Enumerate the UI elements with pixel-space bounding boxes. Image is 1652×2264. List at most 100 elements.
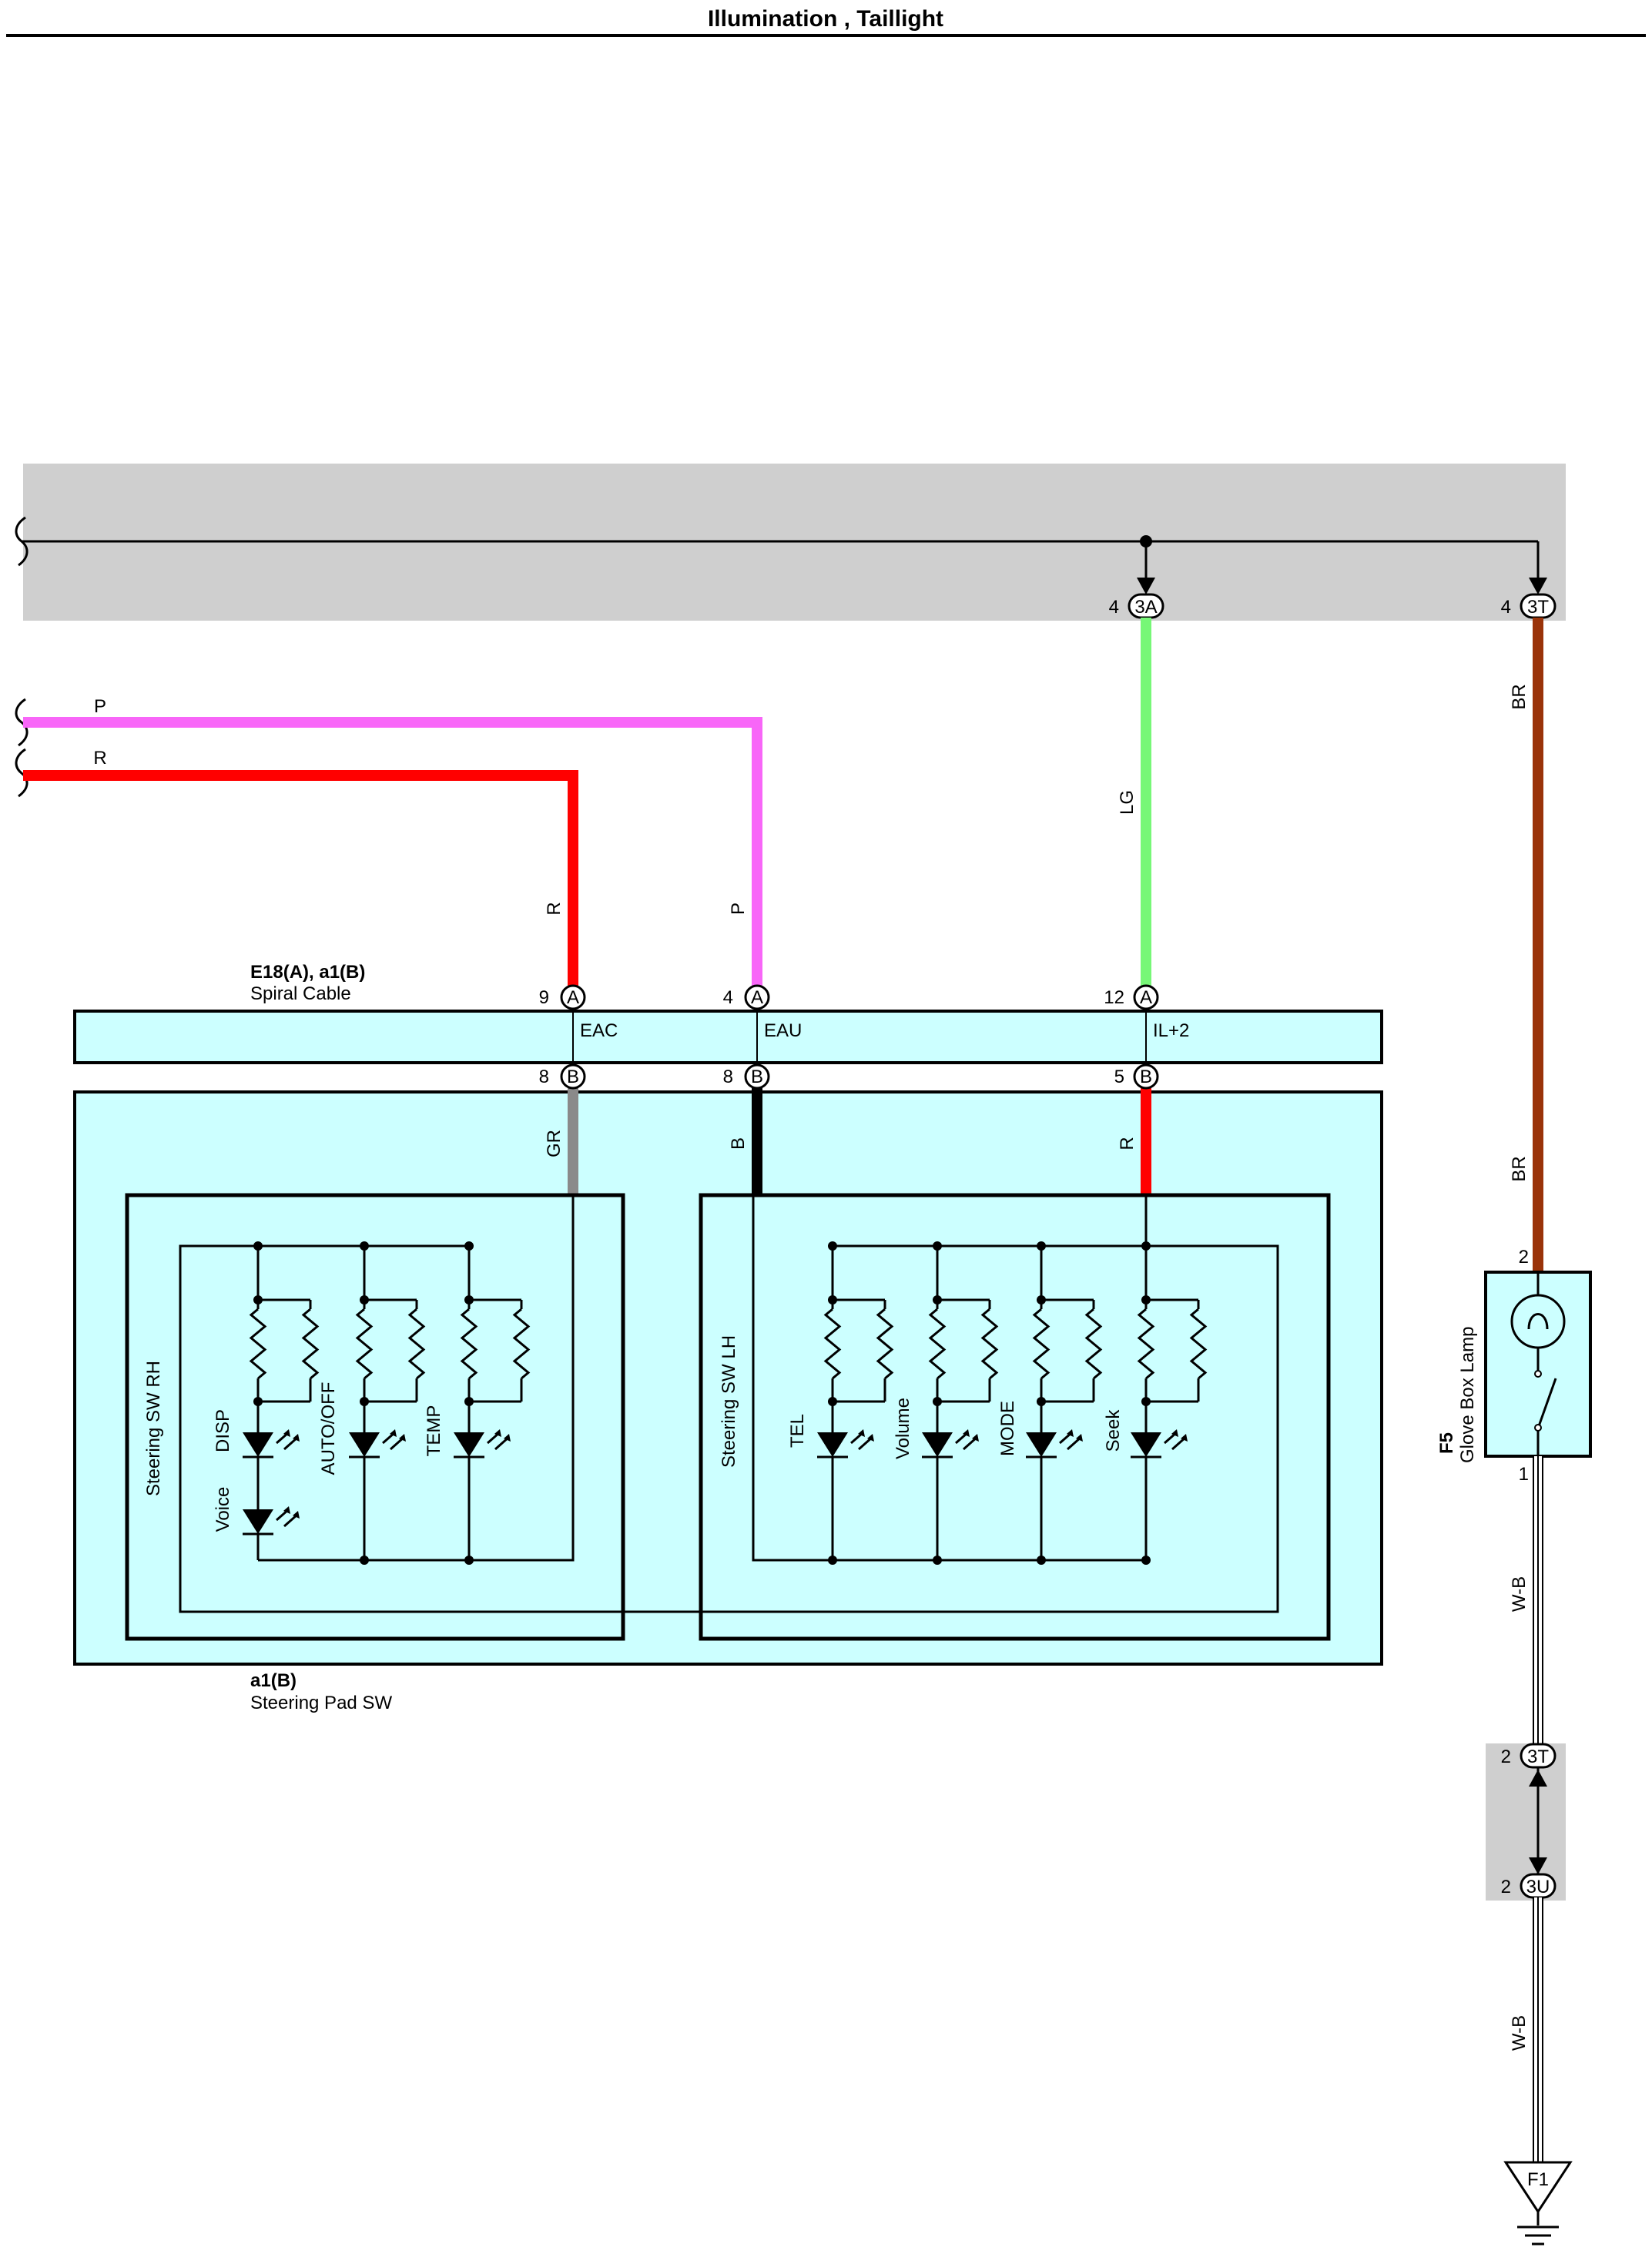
switch-cell-auto-off xyxy=(349,1241,426,1565)
wire-r-lower-label: R xyxy=(1117,1137,1138,1150)
resistor-icon xyxy=(1032,1308,1051,1380)
spiral-pin-b-r-num: 5 xyxy=(1114,1067,1124,1087)
spiral-pin-a-eac: A 9 xyxy=(539,984,586,1010)
steering-sw-lh-box xyxy=(699,1193,1331,1641)
resistor-icon xyxy=(876,1308,894,1380)
svg-text:A: A xyxy=(567,987,579,1008)
resistor-icon xyxy=(512,1308,531,1380)
lh-switch-cells xyxy=(753,1241,1208,1565)
wire-r-label-drop: R xyxy=(544,902,565,915)
spiral-cable-name: Spiral Cable xyxy=(250,983,351,1004)
steering-pad-body xyxy=(73,1090,1383,1666)
connector-3t-top-label: 3T xyxy=(1527,597,1549,618)
switch-cell-tel xyxy=(817,1241,894,1565)
resistor-icon xyxy=(460,1308,478,1380)
resistor-icon xyxy=(301,1308,320,1380)
svg-text:B: B xyxy=(567,1067,579,1087)
ground-label: F1 xyxy=(1527,2169,1549,2190)
spiral-pin-b-gr-num: 8 xyxy=(539,1067,549,1087)
led-label-mode: MODE xyxy=(997,1401,1018,1456)
steering-sw-rh-label: Steering SW RH xyxy=(143,1361,164,1496)
led-label-voice: Voice xyxy=(213,1487,233,1532)
switch-cell-voice xyxy=(243,1457,300,1560)
wire-p-label-left: P xyxy=(94,696,106,717)
led-label-auto-off: AUTO/OFF xyxy=(318,1382,339,1475)
wire-lg-label: LG xyxy=(1117,790,1138,815)
wire-p-label-drop: P xyxy=(728,903,749,915)
steering-sw-lh-label: Steering SW LH xyxy=(719,1335,739,1468)
connector-3u-pin: 2 xyxy=(1501,1877,1511,1897)
spiral-term-eac: EAC xyxy=(580,1020,618,1041)
connector-3u-label: 3U xyxy=(1526,1877,1550,1897)
break-symbol-p xyxy=(15,698,28,747)
resistor-icon xyxy=(355,1308,374,1380)
connector-3t-top: 3T 4 xyxy=(1501,593,1556,619)
wire-gr-label: GR xyxy=(544,1130,565,1157)
resistor-icon xyxy=(928,1308,947,1380)
steering-pad-name: Steering Pad SW xyxy=(250,1693,392,1713)
arrow-3t-icon xyxy=(1529,578,1547,594)
spiral-pin-a-eau-num: 4 xyxy=(723,987,733,1008)
resistor-icon xyxy=(980,1308,999,1380)
switch-cell-temp xyxy=(454,1241,531,1565)
arrow-3a-icon xyxy=(1137,578,1155,594)
led-label-seek: Seek xyxy=(1103,1409,1124,1452)
ground-icon xyxy=(1503,2161,1573,2246)
wire-r-label-left: R xyxy=(93,748,106,769)
led-icon xyxy=(243,1506,300,1536)
break-symbol-r xyxy=(15,748,28,798)
spiral-pin-a-eac-num: 9 xyxy=(539,987,549,1008)
svg-text:A: A xyxy=(1140,987,1152,1008)
connector-3a: 3A 4 xyxy=(1109,593,1164,619)
wire-br-label-top: BR xyxy=(1509,684,1530,709)
connector-3u: 3U 2 xyxy=(1501,1873,1556,1899)
switch-cell-volume xyxy=(922,1241,999,1565)
switch-cell-seek xyxy=(1131,1241,1208,1565)
spiral-pin-a-il2-num: 12 xyxy=(1104,987,1124,1008)
door-switch-icon xyxy=(1534,1370,1557,1456)
wire-br-label-bottom: BR xyxy=(1509,1156,1530,1181)
led-label-temp: TEMP xyxy=(424,1405,444,1457)
wire-p xyxy=(23,717,762,988)
connector-3t-mid-label: 3T xyxy=(1527,1747,1549,1767)
connector-3a-pin: 4 xyxy=(1109,597,1119,618)
switch-cell-mode xyxy=(1026,1241,1103,1565)
connector-3t-top-pin: 4 xyxy=(1501,597,1511,618)
arrow-up-icon xyxy=(1529,1770,1547,1787)
bus-junction-dot xyxy=(1140,535,1152,548)
led-label-disp: DISP xyxy=(213,1409,233,1452)
resistor-icon xyxy=(1084,1308,1103,1380)
bulb-icon xyxy=(1510,1272,1566,1371)
wire-wb-label-bottom: W-B xyxy=(1509,2015,1530,2051)
wire-wb-label-top: W-B xyxy=(1509,1576,1530,1612)
svg-text:B: B xyxy=(1140,1067,1152,1087)
lamp-name: Glove Box Lamp xyxy=(1457,1327,1478,1463)
resistor-icon xyxy=(407,1308,426,1380)
connector-3a-label: 3A xyxy=(1134,597,1157,618)
spiral-term-eau: EAU xyxy=(764,1020,802,1041)
steering-sw-rh-box xyxy=(125,1193,625,1641)
connector-3t-mid: 3T 2 xyxy=(1501,1743,1556,1769)
resistor-icon xyxy=(249,1308,267,1380)
spiral-pin-a-eau: A 4 xyxy=(723,984,770,1010)
spiral-cable-code: E18(A), a1(B) xyxy=(250,962,365,983)
svg-text:A: A xyxy=(751,987,763,1008)
spiral-cable-body xyxy=(73,1010,1383,1064)
led-icon xyxy=(349,1429,406,1459)
resistor-icon xyxy=(1137,1308,1155,1380)
arrow-down-icon xyxy=(1529,1857,1547,1874)
junction-block-mid xyxy=(1486,1743,1566,1901)
led-label-tel: TEL xyxy=(787,1414,808,1448)
steering-pad-code: a1(B) xyxy=(250,1670,297,1691)
lamp-pin-bottom: 1 xyxy=(1519,1464,1529,1485)
spiral-term-il2: IL+2 xyxy=(1153,1020,1189,1041)
connector-3t-mid-pin: 2 xyxy=(1501,1747,1511,1767)
spiral-pin-a-il2: A 12 xyxy=(1104,984,1159,1010)
rh-switch-cells xyxy=(180,1241,573,1565)
lamp-pin-top: 2 xyxy=(1519,1247,1529,1268)
spiral-pin-b-r: B 5 xyxy=(1114,1063,1159,1090)
wire-b-label: B xyxy=(728,1137,749,1150)
resistor-icon xyxy=(1189,1308,1208,1380)
page-title: Illumination , Taillight xyxy=(708,6,943,32)
led-label-volume: Volume xyxy=(893,1398,913,1459)
